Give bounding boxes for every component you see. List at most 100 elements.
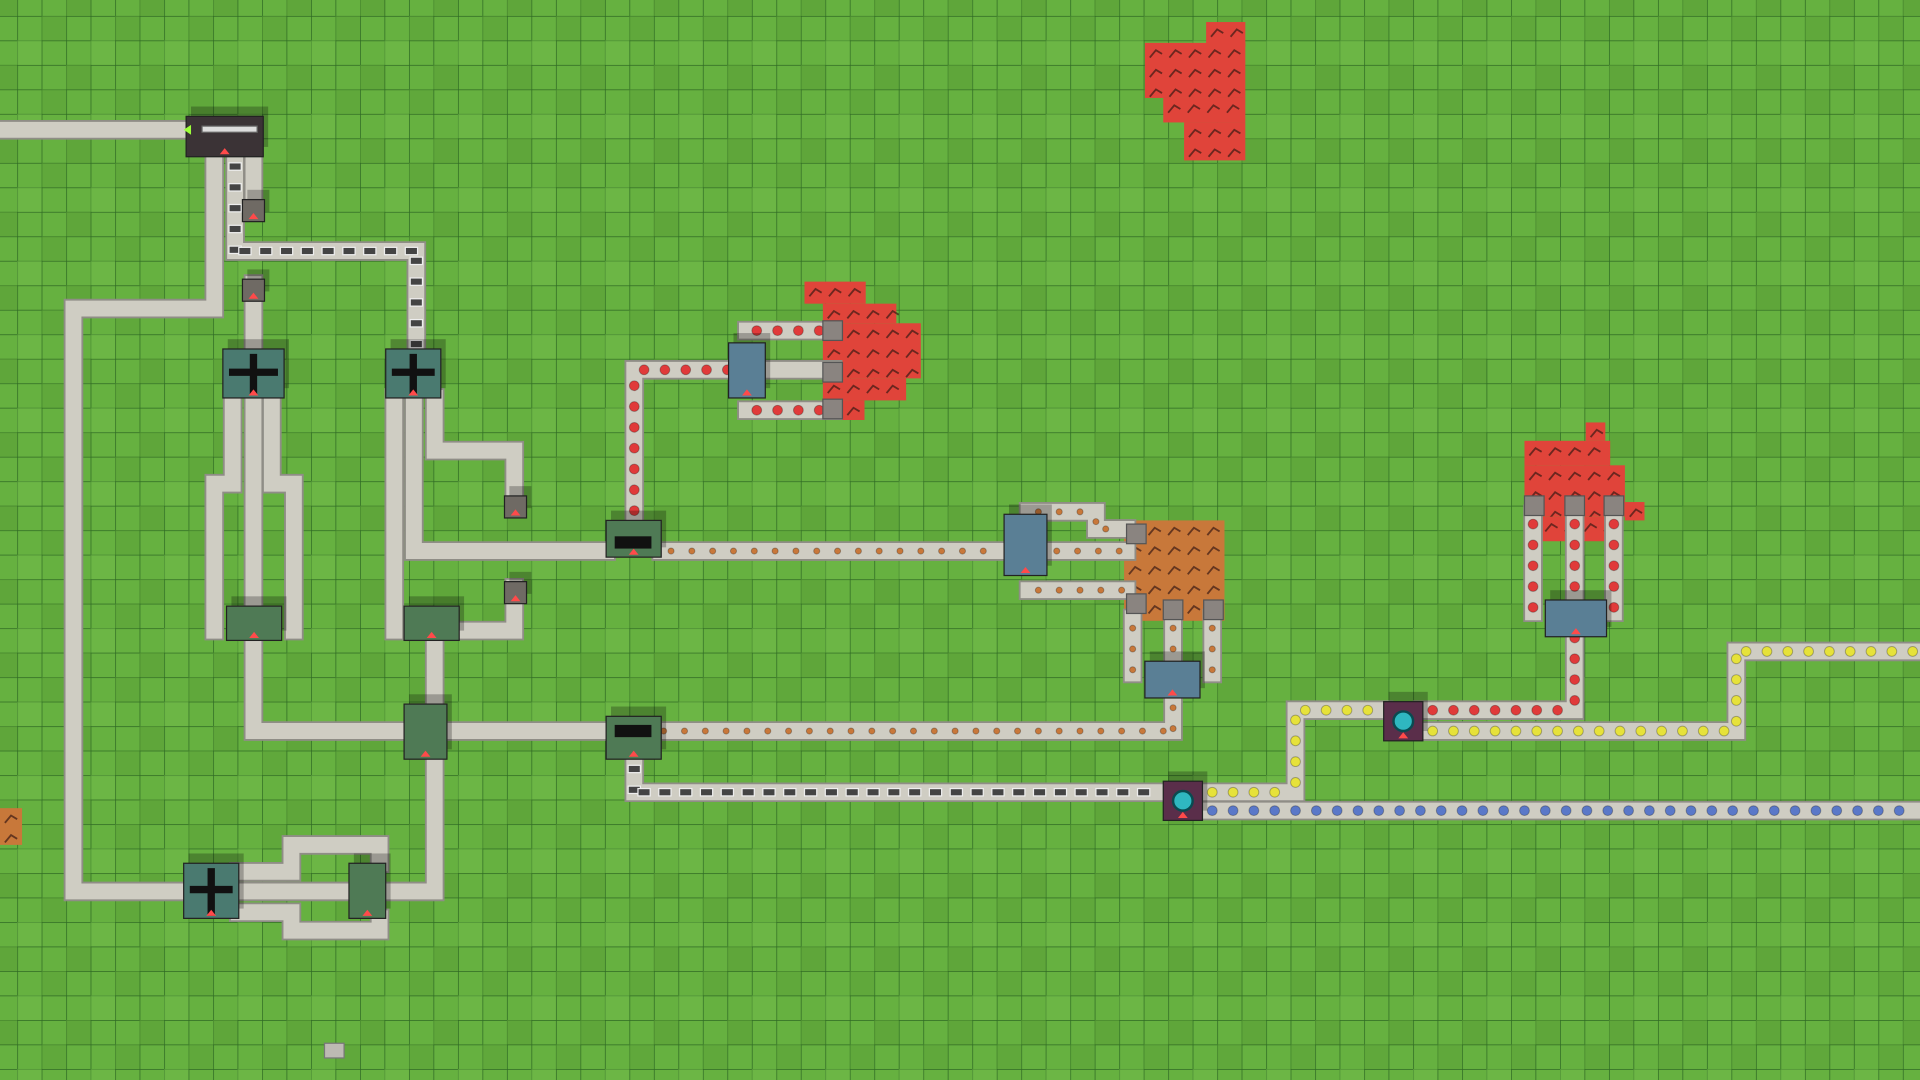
- conveyor-belt[interactable]: [1192, 700, 1394, 803]
- conveyor-belt[interactable]: [63, 146, 225, 902]
- ore-chunk-icon: [846, 368, 861, 378]
- conveyor-belt[interactable]: [1202, 608, 1223, 684]
- conveyor-belt[interactable]: [225, 146, 427, 365]
- conveyor-belt[interactable]: [1523, 504, 1543, 623]
- yellow-item: [1614, 725, 1626, 737]
- plate-item: [637, 787, 651, 797]
- merger-1[interactable]: [225, 596, 287, 642]
- yellow-item: [1510, 725, 1522, 737]
- conveyor-belt[interactable]: [737, 320, 843, 341]
- cutter-machine-3[interactable]: [183, 853, 244, 919]
- red-ore-patch-top-tile: [1163, 97, 1246, 123]
- blue-item: [1394, 805, 1405, 816]
- input-arrow-icon: [1177, 811, 1188, 818]
- merger-3-body: [403, 703, 448, 760]
- blue-item: [1310, 805, 1322, 816]
- ore-item: [847, 727, 855, 735]
- blue-item: [1498, 805, 1510, 816]
- copper-ore-patch-edge[interactable]: [0, 808, 23, 845]
- extractor-drill[interactable]: [822, 361, 844, 383]
- input-arrow-icon: [219, 148, 230, 155]
- ore-chunk-icon: [1587, 491, 1601, 501]
- red-item: [1569, 695, 1581, 706]
- conveyor-belt[interactable]: [1122, 608, 1143, 684]
- extractor-drill[interactable]: [1125, 523, 1147, 545]
- conveyor-belt[interactable]: [228, 902, 390, 941]
- extractor-drill[interactable]: [1523, 495, 1545, 517]
- conveyor-belt[interactable]: [1192, 800, 1920, 821]
- conveyor-belt[interactable]: [651, 541, 1014, 561]
- balancer-copper-2[interactable]: [1144, 651, 1205, 699]
- conveyor-belt[interactable]: [737, 400, 843, 420]
- ore-chunk-icon: [905, 368, 919, 378]
- extractor-drill[interactable]: [1125, 593, 1147, 615]
- cutter-machine-1[interactable]: [222, 339, 289, 399]
- conveyor-belt[interactable]: [1018, 580, 1137, 600]
- paint-icon: [1392, 710, 1415, 733]
- belt-tunnel-exit-2[interactable]: [503, 486, 532, 519]
- conveyor-belt[interactable]: [243, 630, 414, 741]
- conveyor-belt[interactable]: [651, 688, 1183, 741]
- ore-item: [1208, 624, 1216, 632]
- blue-item: [1872, 805, 1884, 816]
- plate-item: [1136, 787, 1151, 797]
- belt-tunnel-entry-2[interactable]: [503, 571, 532, 605]
- red-ore-patch-middle-tile: [822, 378, 907, 401]
- merger-4[interactable]: [348, 853, 391, 919]
- plate-item: [409, 277, 424, 286]
- conveyor-belt[interactable]: [1413, 620, 1585, 720]
- ore-chunk-icon: [4, 814, 18, 824]
- ore-item: [1129, 645, 1137, 653]
- balancer-red-ore[interactable]: [727, 333, 771, 399]
- conveyor-belt[interactable]: [262, 388, 304, 641]
- ore-item: [896, 547, 904, 555]
- conveyor-belt[interactable]: [1564, 504, 1585, 610]
- conveyor-belt[interactable]: [1037, 541, 1137, 561]
- splitter-2[interactable]: [605, 706, 667, 760]
- blue-item: [1248, 805, 1260, 816]
- conveyor-belt[interactable]: [424, 388, 525, 512]
- conveyor-belt[interactable]: [624, 360, 739, 531]
- painter-machine-2[interactable]: [1383, 691, 1428, 742]
- ore-chunk-icon: [1187, 604, 1201, 615]
- extractor-drill[interactable]: [1603, 495, 1625, 517]
- conveyor-belt[interactable]: [1163, 608, 1183, 672]
- extractor-drill[interactable]: [822, 320, 844, 342]
- ore-item: [1092, 518, 1100, 526]
- storage-building[interactable]: [183, 106, 269, 158]
- extractor-drill[interactable]: [1564, 495, 1586, 517]
- red-ore-patch-top[interactable]: [1144, 22, 1246, 161]
- extractor-drill[interactable]: [822, 398, 844, 420]
- conveyor-belt[interactable]: [204, 388, 243, 641]
- blue-item: [1373, 805, 1385, 816]
- ore-item: [1118, 727, 1126, 735]
- conveyor-belt[interactable]: [1604, 504, 1624, 623]
- conveyor-belt[interactable]: [1018, 502, 1137, 539]
- plate-item: [907, 787, 922, 797]
- balancer-copper-1[interactable]: [1003, 504, 1052, 577]
- conveyor-belt[interactable]: [369, 749, 445, 902]
- merger-2[interactable]: [403, 596, 465, 642]
- ore-chunk-icon: [866, 349, 880, 359]
- belt-tunnel-exit[interactable]: [241, 189, 270, 223]
- splitter-1[interactable]: [605, 510, 667, 558]
- conveyor-belt[interactable]: [228, 835, 390, 882]
- red-item: [1608, 601, 1620, 613]
- painter-machine-1[interactable]: [1162, 771, 1208, 822]
- conveyor-belt[interactable]: [624, 749, 1174, 803]
- ore-item: [785, 727, 793, 735]
- belt-surface: [426, 390, 523, 510]
- belt-fragment[interactable]: [323, 1042, 345, 1059]
- belt-tunnel-entry[interactable]: [241, 269, 270, 302]
- ore-chunk-icon: [885, 368, 900, 378]
- conveyor-belt[interactable]: [1413, 641, 1920, 741]
- extractor-drill[interactable]: [1203, 599, 1224, 621]
- merger-3[interactable]: [403, 694, 452, 760]
- conveyor-belt[interactable]: [404, 388, 616, 561]
- input-arrow-icon: [1020, 566, 1031, 574]
- extractor-drill[interactable]: [1162, 599, 1184, 621]
- plate-item: [762, 787, 776, 797]
- balancer-red-ore-right[interactable]: [1544, 590, 1612, 638]
- cutter-machine-2[interactable]: [385, 339, 446, 399]
